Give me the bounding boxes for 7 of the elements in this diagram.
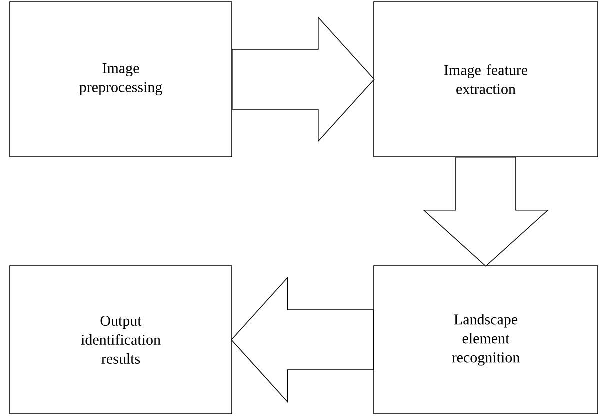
block-arrow: [422, 156, 550, 267]
process-box: Image preprocessing: [10, 2, 232, 158]
process-box: Image feature extraction: [374, 2, 598, 158]
process-box: Landscape element recognition: [374, 266, 598, 414]
process-box: Output identification results: [10, 266, 232, 414]
block-arrow: [231, 276, 374, 404]
block-arrow: [232, 16, 375, 143]
